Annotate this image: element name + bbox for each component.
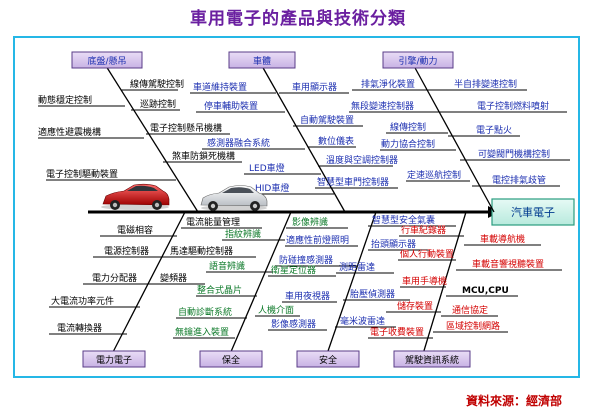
- chassis-item-2: 巡跡控制: [140, 98, 176, 110]
- body-item-0: 車道維持裝置: [193, 81, 247, 93]
- security-item-7: 車用夜視器: [285, 290, 330, 302]
- box-safety: 安全: [296, 350, 360, 368]
- head-box: 汽車電子: [491, 198, 575, 226]
- powertrain-item-9: 電控排氣歧管: [492, 174, 546, 186]
- security-item-11: 無鑰進入裝置: [175, 326, 229, 338]
- red-car-illustration: [101, 183, 170, 210]
- safety-item-1: 抬頭顯示器: [371, 238, 416, 250]
- security-item-0: 指紋辨識: [225, 228, 261, 240]
- security-item-10: 影像感測器: [271, 318, 316, 330]
- body-item-2: 停車輔助裝置: [204, 100, 258, 112]
- powertrain-item-2: 無段變速控制器: [351, 100, 414, 112]
- security-item-4: 防碰撞感測器: [279, 254, 333, 266]
- infotainment-item-4: 車用手導機: [402, 275, 447, 287]
- body-item-1: 車用顯示器: [292, 81, 337, 93]
- chassis-item-0: 線傳駕駛控制: [130, 78, 184, 90]
- box-security: 保全: [199, 350, 263, 368]
- power-electronics-item-3: 馬達驅動控制器: [170, 245, 233, 257]
- power-electronics-item-7: 電流轉換器: [57, 322, 102, 334]
- box-chassis: 底盤/懸吊: [71, 51, 143, 69]
- page-title: 車用電子的產品與技術分類: [190, 9, 406, 29]
- bone-safety: [326, 211, 377, 355]
- box-powertrain: 引擎/動力: [382, 51, 454, 69]
- security-item-6: 整合式晶片: [197, 284, 242, 296]
- security-item-2: 適應性前燈照明: [286, 234, 349, 246]
- infotainment-item-5: MCU,CPU: [462, 286, 509, 296]
- safety-item-0: 智慧型安全氣囊: [372, 214, 435, 226]
- body-item-9: 智慧型車門控制器: [317, 176, 389, 188]
- white-car-illustration: [200, 185, 268, 211]
- powertrain-item-8: 定速巡航控制: [407, 169, 461, 181]
- powertrain-item-0: 排氣淨化裝置: [361, 78, 415, 90]
- box-chassis-label: 底盤/懸吊: [87, 55, 126, 67]
- safety-item-2: 測距雷達: [339, 261, 375, 273]
- box-infotainment-label: 駕駛資訊系統: [405, 354, 459, 366]
- power-electronics-item-0: 電流能量管理: [186, 216, 240, 228]
- body-item-5: 數位儀表: [318, 135, 354, 147]
- powertrain-item-5: 電子點火: [476, 124, 512, 136]
- chassis-item-5: 煞車防鎖死機構: [172, 150, 235, 162]
- security-item-8: 人機介面: [258, 304, 294, 316]
- infotainment-item-7: 通信協定: [452, 304, 488, 316]
- head-box-label: 汽車電子: [511, 205, 555, 219]
- security-item-1: 影像辨識: [292, 216, 328, 228]
- infotainment-item-8: 電子收費裝置: [370, 326, 424, 338]
- infotainment-item-6: 儲存裝置: [397, 300, 433, 312]
- power-electronics-item-5: 變頻器: [160, 272, 187, 284]
- power-electronics-item-2: 電源控制器: [104, 245, 149, 257]
- infotainment-item-3: 車載音響視聽裝置: [472, 258, 544, 270]
- infotainment-item-2: 個人行動裝置: [400, 248, 454, 260]
- source-note: 資料來源：經濟部: [466, 394, 563, 408]
- infotainment-item-9: 區域控制網路: [446, 320, 500, 332]
- chassis-item-1: 動態穩定控制: [38, 94, 92, 106]
- bone-security: [229, 211, 292, 355]
- body-item-7: 溫度與空調控制器: [326, 154, 398, 166]
- chassis-item-4: 電子控制懸吊機構: [150, 122, 222, 134]
- power-electronics-item-6: 大電流功率元件: [51, 295, 114, 307]
- security-item-3: 語音辨識: [209, 260, 245, 272]
- infotainment-item-1: 車載導航機: [480, 233, 525, 245]
- security-item-9: 自動診斷系統: [178, 306, 232, 318]
- box-powertrain-label: 引擎/動力: [398, 55, 437, 67]
- safety-item-4: 毫米波雷達: [340, 315, 385, 327]
- powertrain-item-4: 線傳控制: [390, 121, 426, 133]
- chassis-item-6: 電子控制驅動裝置: [46, 168, 118, 180]
- box-power-electronics: 電力電子: [82, 350, 146, 368]
- security-item-5: 衛星定位器: [271, 264, 316, 276]
- box-safety-label: 安全: [319, 354, 337, 366]
- infotainment-item-0: 行車紀錄器: [401, 224, 446, 236]
- power-electronics-item-4: 電力分配器: [92, 272, 137, 284]
- power-electronics-item-1: 電磁相容: [117, 224, 153, 236]
- chassis-item-3: 適應性避震機構: [38, 126, 101, 138]
- powertrain-item-1: 半自排變速控制: [454, 78, 517, 90]
- powertrain-item-6: 動力協合控制: [381, 138, 435, 150]
- safety-item-3: 胎壓偵測器: [350, 288, 395, 300]
- diagram-frame: [13, 36, 580, 378]
- body-item-6: LED車燈: [249, 162, 285, 174]
- body-item-4: 感測器融合系統: [207, 137, 270, 149]
- box-infotainment: 駕駛資訊系統: [393, 350, 471, 368]
- box-body-label: 車體: [253, 55, 271, 67]
- body-item-3: 自動駕駛裝置: [300, 114, 354, 126]
- powertrain-item-7: 可變閥門機構控制: [478, 148, 550, 160]
- box-body: 車體: [228, 51, 296, 69]
- body-item-8: HID車燈: [255, 182, 289, 194]
- box-power-electronics-label: 電力電子: [96, 354, 132, 366]
- powertrain-item-3: 電子控制燃料噴射: [477, 100, 549, 112]
- box-security-label: 保全: [222, 354, 240, 366]
